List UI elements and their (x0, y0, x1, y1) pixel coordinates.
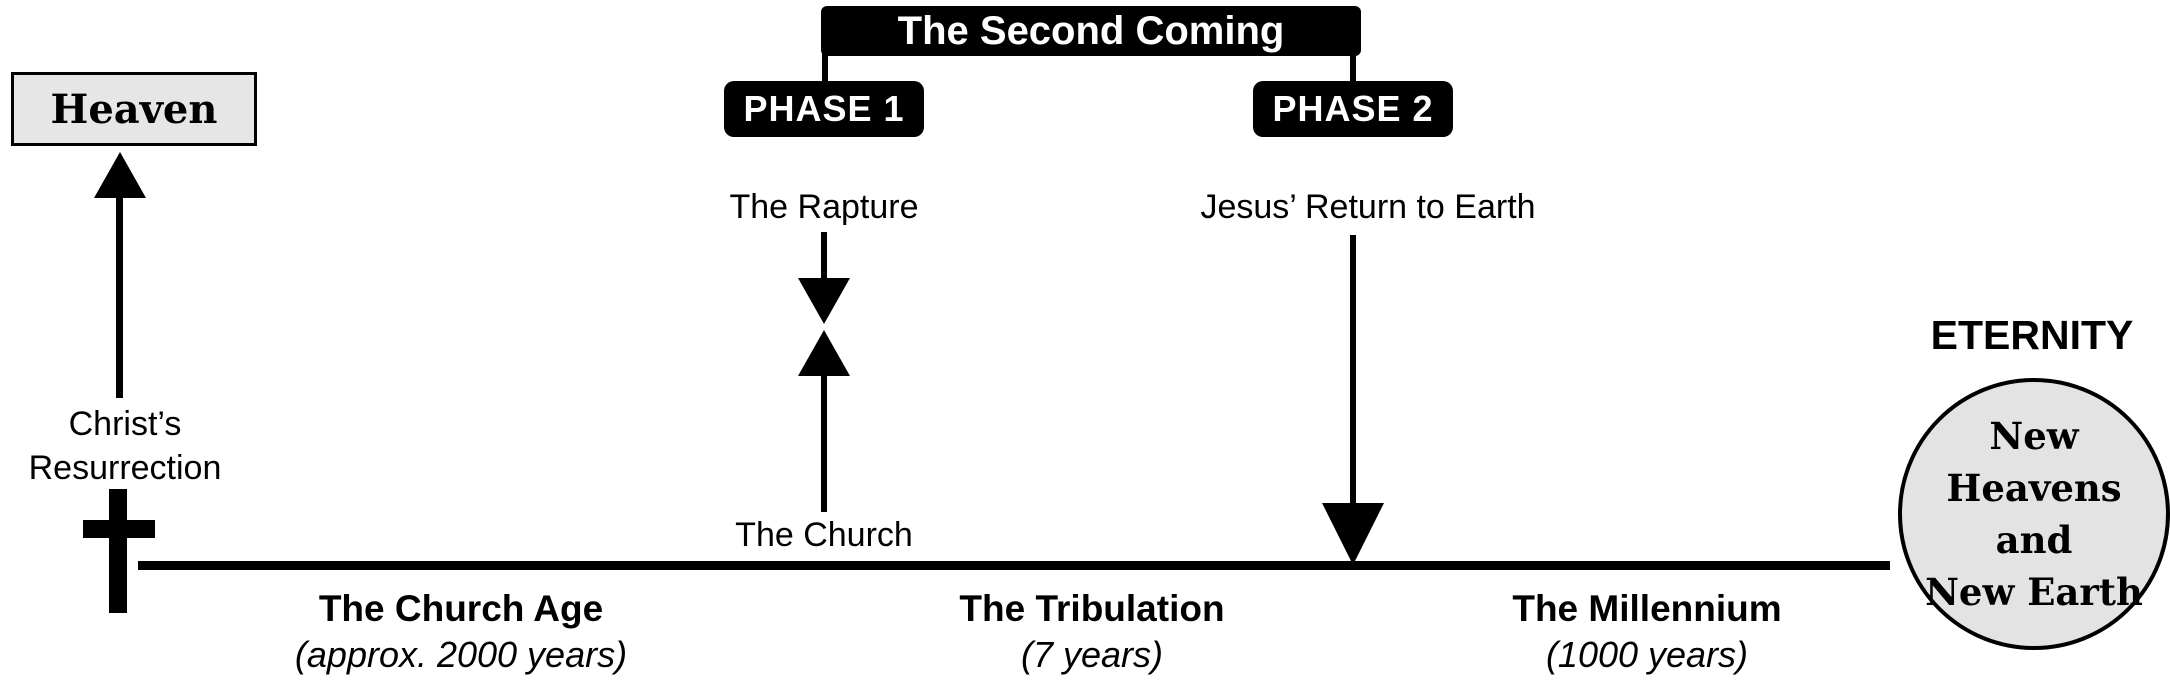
rapture-up-arrow-icon (798, 330, 850, 376)
eternity-circle-line2: Heavens (1946, 466, 2122, 510)
phase2-label: PHASE 2 (1272, 88, 1434, 129)
second-coming-box: The Second Coming (821, 6, 1361, 56)
resurrection-label: Christ’s Resurrection (0, 402, 250, 490)
period-tribulation-duration: (7 years) (1020, 634, 1164, 675)
resurrection-label-line2: Resurrection (28, 449, 222, 487)
rapture-down-arrow-line (821, 232, 827, 278)
phase2-connector-line (1350, 53, 1356, 83)
eternity-circle-line3: and (1995, 518, 2073, 562)
period-tribulation: The Tribulation (7 years) (872, 588, 1312, 676)
phase2-box: PHASE 2 (1253, 81, 1453, 137)
eternity-heading: ETERNITY (1930, 312, 2134, 358)
phase1-connector-line (822, 53, 828, 83)
rapture-label: The Rapture (729, 188, 919, 226)
return-arrow-line (1350, 235, 1356, 505)
period-millennium: The Millennium (1000 years) (1427, 588, 1867, 676)
eternity-circle-line1: New (1989, 414, 2079, 458)
period-church-age-duration: (approx. 2000 years) (294, 634, 628, 675)
period-millennium-duration: (1000 years) (1545, 634, 1749, 675)
cross-icon-horizontal (83, 520, 155, 538)
heaven-label: Heaven (50, 85, 218, 133)
church-label: The Church (735, 516, 913, 554)
heaven-box: Heaven (11, 72, 257, 146)
period-tribulation-name: The Tribulation (959, 588, 1225, 629)
timeline-line (138, 561, 1890, 570)
second-coming-title: The Second Coming (897, 8, 1285, 53)
phase1-box: PHASE 1 (724, 81, 924, 137)
rapture-up-arrow-line (821, 376, 827, 512)
period-church-age-name: The Church Age (318, 588, 604, 629)
cross-icon-vertical (109, 489, 127, 613)
eternity-circle-line4: New Earth (1925, 570, 2143, 614)
heaven-arrow-icon (94, 152, 146, 198)
return-arrow-icon (1322, 503, 1384, 565)
rapture-down-arrow-icon (798, 278, 850, 324)
heaven-arrow-line (116, 196, 123, 398)
period-millennium-name: The Millennium (1512, 588, 1782, 629)
resurrection-label-line1: Christ’s (68, 405, 182, 443)
phase1-label: PHASE 1 (743, 88, 905, 129)
return-to-earth-label: Jesus’ Return to Earth (1200, 188, 1536, 226)
eternity-circle: New Heavens and New Earth (1898, 378, 2170, 650)
period-church-age: The Church Age (approx. 2000 years) (241, 588, 681, 676)
